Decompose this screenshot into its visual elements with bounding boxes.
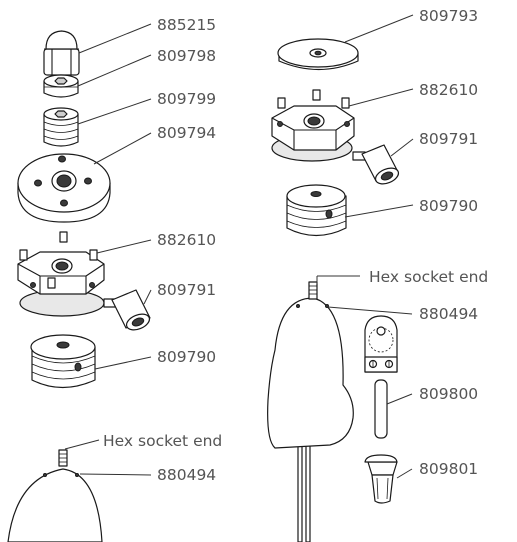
label-809790-right: 809790	[419, 197, 478, 215]
stud-body-part-right	[267, 281, 354, 542]
label-809799: 809799	[157, 90, 216, 108]
leader-line	[344, 204, 414, 218]
leader-line	[344, 14, 414, 43]
label-809791-left: 809791	[157, 281, 216, 299]
leader-line	[79, 473, 152, 476]
label-882610-right: 882610	[419, 81, 478, 99]
leader-line	[386, 393, 413, 405]
label-809791-right: 809791	[419, 130, 478, 148]
clamp-block-part-right	[271, 89, 355, 162]
leader-line	[143, 289, 152, 305]
label-880494-left: 880494	[157, 466, 216, 484]
leader-line	[78, 23, 152, 54]
leader-line	[96, 239, 152, 254]
leader-line	[77, 54, 152, 87]
end-cap-part	[364, 454, 398, 504]
label-809793: 809793	[419, 7, 478, 25]
disc-plate-part	[17, 153, 111, 223]
label-885215: 885215	[157, 16, 216, 34]
label-809800: 809800	[419, 385, 478, 403]
label-hex-socket-end-left: Hex socket end	[103, 432, 222, 450]
label-hex-socket-end-right: Hex socket end	[369, 268, 488, 286]
label-882610-left: 882610	[157, 231, 216, 249]
knob-part	[103, 289, 151, 331]
leader-line	[77, 98, 152, 125]
stud-body-part	[7, 449, 103, 542]
label-809801: 809801	[419, 460, 478, 478]
leader-line	[396, 468, 413, 479]
threaded-base-part	[30, 334, 96, 389]
washer-part	[43, 74, 79, 98]
top-disc-part	[277, 38, 359, 71]
leader-line	[390, 138, 414, 157]
cap-nut-part	[43, 30, 80, 76]
leader-line	[64, 439, 100, 450]
leader-line	[327, 306, 413, 315]
label-809798: 809798	[157, 47, 216, 65]
leader-line	[94, 356, 152, 370]
clamp-block-part	[17, 231, 105, 317]
label-809794: 809794	[157, 124, 216, 142]
leader-line	[348, 88, 414, 107]
bracket-rod-part	[364, 315, 398, 439]
threaded-insert-part	[43, 107, 79, 147]
knob-part-right	[352, 144, 400, 185]
label-880494-right: 880494	[419, 305, 478, 323]
label-809790-left: 809790	[157, 348, 216, 366]
leader-line	[93, 132, 152, 165]
threaded-base-part-right	[286, 184, 347, 237]
